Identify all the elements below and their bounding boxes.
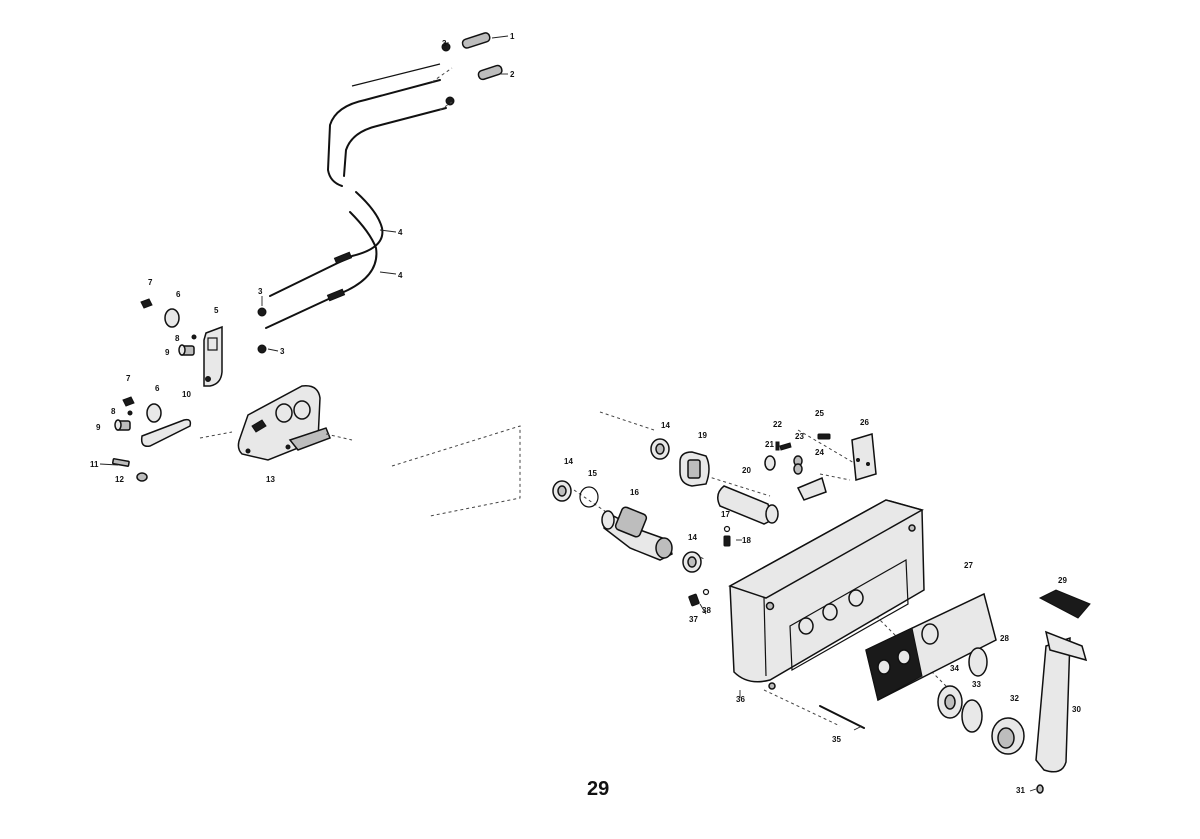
callout-22: 22 (773, 420, 782, 429)
decal-plate-27 (865, 592, 997, 702)
pin-small-lower (127, 410, 133, 416)
callout-7: 7 (148, 278, 153, 287)
mounting-plate-13 (237, 385, 331, 461)
ball-17 (723, 525, 731, 533)
callout-14: 14 (688, 533, 697, 542)
plate-26 (851, 433, 877, 481)
washer-upper (164, 308, 180, 328)
callout-30: 30 (1072, 705, 1081, 714)
spring-18 (723, 535, 731, 547)
plunger-20 (717, 485, 779, 525)
lever-arm-10 (140, 418, 192, 448)
pivot-bolt-lower (114, 419, 131, 431)
callout-6: 6 (155, 384, 160, 393)
bearing-33 (961, 699, 983, 733)
callout-11: 11 (90, 460, 99, 469)
cable-nut-lower (257, 344, 267, 354)
callout-15: 15 (588, 469, 597, 478)
bushing-32 (991, 717, 1025, 755)
callout-4: 4 (398, 271, 403, 280)
alignment-lines (199, 67, 951, 727)
callout-4: 4 (398, 228, 403, 237)
hub-34 (937, 685, 963, 719)
callout-37: 37 (689, 615, 698, 624)
callout-25: 25 (815, 409, 824, 418)
lever-30 (1035, 630, 1088, 773)
cable-nut-upper (257, 307, 267, 317)
clip-upper (140, 298, 153, 309)
page-number: 29 (587, 778, 610, 800)
callout-14: 14 (661, 421, 670, 430)
pin-small-upper (191, 334, 197, 340)
callout-2: 2 (510, 70, 515, 79)
callout-14: 14 (564, 457, 573, 466)
screw-25 (817, 433, 831, 440)
pedal-pad-29 (1038, 589, 1091, 619)
callout-9: 9 (96, 423, 101, 432)
callout-24: 24 (815, 448, 824, 457)
callout-13: 13 (266, 475, 275, 484)
callout-35: 35 (832, 735, 841, 744)
callout-31: 31 (1016, 786, 1025, 795)
coupling-19 (679, 451, 710, 487)
nut-14-left (552, 480, 572, 502)
callout-3: 3 (258, 287, 263, 296)
callout-9: 9 (165, 348, 170, 357)
nut-14-upper (650, 438, 670, 460)
bolt-35 (819, 705, 865, 729)
clip-lower (122, 396, 135, 407)
pivot-bolt-upper (178, 344, 195, 356)
callout-27: 27 (964, 561, 973, 570)
screw-21 (779, 442, 792, 451)
callout-23: 23 (795, 432, 804, 441)
callout-21: 21 (765, 440, 774, 449)
callout-12: 12 (115, 475, 124, 484)
callout-18: 18 (742, 536, 751, 545)
cable-end-fitting-1 (441, 32, 491, 52)
screw-37-38 (688, 588, 710, 607)
callout-38: 38 (702, 606, 711, 615)
callout-6: 6 (176, 290, 181, 299)
bolt-11 (112, 458, 130, 467)
cable-end-fitting-2 (445, 64, 503, 106)
control-housing-36 (728, 499, 925, 690)
washer-lower (146, 403, 162, 423)
cap-28 (968, 647, 988, 677)
callout-33: 33 (972, 680, 981, 689)
bracket-24 (796, 476, 827, 501)
callout-19: 19 (698, 431, 707, 440)
callout-7: 7 (126, 374, 131, 383)
callout-10: 10 (182, 390, 191, 399)
callout-36: 36 (736, 695, 745, 704)
callout-32: 32 (1010, 694, 1019, 703)
lever-bracket-upper (203, 325, 223, 387)
callout-26: 26 (860, 418, 869, 427)
callout-8: 8 (175, 334, 180, 343)
callout-16: 16 (630, 488, 639, 497)
callout-1: 1 (510, 32, 515, 41)
callout-3: 3 (280, 347, 285, 356)
nut-14-lower (682, 551, 702, 573)
callout-labels: 1 2 3 3 3 4 4 5 6 6 7 7 8 8 9 9 10 11 12… (90, 32, 1081, 795)
spring-clip-24 (793, 455, 803, 475)
callout-5: 5 (214, 306, 219, 315)
callout-29: 29 (1058, 576, 1067, 585)
callout-8: 8 (111, 407, 116, 416)
shaft-16 (601, 506, 673, 561)
control-cables (265, 63, 447, 329)
callout-20: 20 (742, 466, 751, 475)
o-ring-15 (579, 486, 599, 508)
clip-23 (764, 455, 776, 471)
screw-22 (775, 441, 780, 451)
callout-17: 17 (721, 510, 730, 519)
callout-34: 34 (950, 664, 959, 673)
washer-31 (1036, 784, 1044, 794)
leader-lines (99, 35, 1037, 792)
nut-12 (136, 472, 148, 482)
callout-28: 28 (1000, 634, 1009, 643)
callout-3: 3 (442, 39, 447, 48)
